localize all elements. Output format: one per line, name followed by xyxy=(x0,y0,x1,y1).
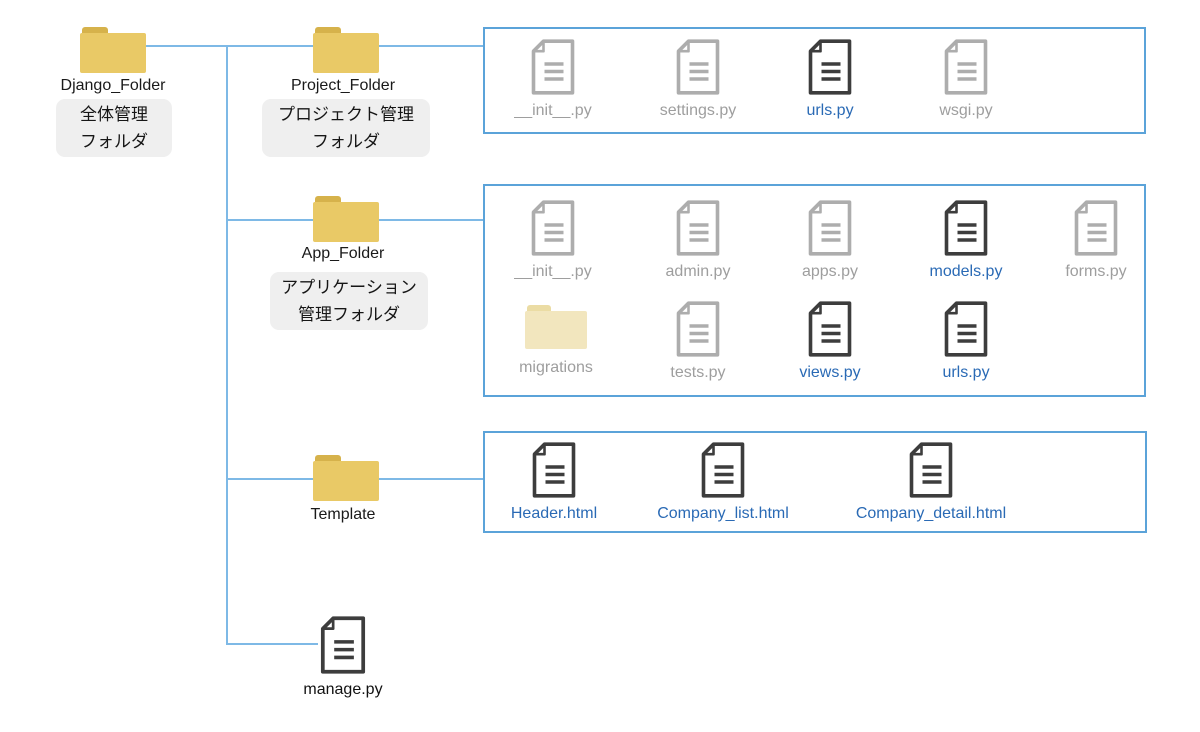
caption-line: プロジェクト管理 xyxy=(278,105,414,124)
folder-body xyxy=(313,202,379,242)
file-item: wsgi.py xyxy=(891,39,1041,120)
file-item: urls.py xyxy=(891,301,1041,382)
folder-body xyxy=(80,33,146,73)
connector-trunk xyxy=(226,45,228,645)
caption-line: アプリケーション xyxy=(281,278,417,297)
file-label: __init__.py xyxy=(514,102,592,119)
document-icon xyxy=(1073,200,1119,256)
document-icon xyxy=(530,39,576,95)
template-folder-label: Template xyxy=(310,506,376,523)
file-item: views.py xyxy=(755,301,905,382)
file-label: tests.py xyxy=(670,364,726,381)
file-label: manage.py xyxy=(303,681,383,698)
project-folder-icon xyxy=(313,27,379,73)
document-icon xyxy=(531,442,577,498)
file-label: views.py xyxy=(799,364,861,381)
caption-line: 全体管理 xyxy=(80,105,148,124)
file-item: tests.py xyxy=(623,301,773,382)
connector-trunk-manage xyxy=(226,643,318,645)
document-icon xyxy=(675,301,721,357)
connector-django-project xyxy=(146,45,313,47)
file-item: __init__.py xyxy=(478,200,628,281)
document-icon xyxy=(675,200,721,256)
file-item: apps.py xyxy=(755,200,905,281)
file-label: forms.py xyxy=(1065,263,1127,280)
file-item: Company_list.html xyxy=(623,442,823,523)
file-item: models.py xyxy=(891,200,1041,281)
document-icon xyxy=(700,442,746,498)
template-files-box: Header.html Company_list.html Company_de… xyxy=(483,431,1147,533)
document-icon xyxy=(319,616,367,674)
document-icon xyxy=(807,301,853,357)
file-label: admin.py xyxy=(665,263,731,280)
document-icon xyxy=(908,442,954,498)
file-label: settings.py xyxy=(659,102,737,119)
django-folder-caption: 全体管理 フォルダ xyxy=(56,99,172,157)
django-folder-label: Django_Folder xyxy=(60,77,166,94)
file-label: wsgi.py xyxy=(939,102,993,119)
file-item: forms.py xyxy=(1021,200,1171,281)
caption-line: フォルダ xyxy=(80,132,148,151)
folder-body xyxy=(525,311,587,349)
app-files-box: __init__.py admin.py apps.py models.py f… xyxy=(483,184,1146,397)
file-item: Header.html xyxy=(454,442,654,523)
document-icon xyxy=(807,200,853,256)
document-icon xyxy=(530,200,576,256)
document-icon xyxy=(675,39,721,95)
folder-body xyxy=(313,33,379,73)
file-label: Company_list.html xyxy=(657,505,789,522)
file-label: migrations xyxy=(519,359,593,376)
connector-trunk-app xyxy=(226,219,313,221)
migrations-folder-icon xyxy=(525,305,587,349)
connector-project-box xyxy=(379,45,483,47)
file-item: urls.py xyxy=(755,39,905,120)
folder-body xyxy=(313,461,379,501)
app-folder-icon xyxy=(313,196,379,242)
document-icon xyxy=(807,39,853,95)
manage-py-file: manage.py xyxy=(268,616,418,699)
project-folder-caption: プロジェクト管理 フォルダ xyxy=(262,99,430,157)
document-icon xyxy=(943,39,989,95)
connector-app-box xyxy=(379,219,483,221)
file-label: __init__.py xyxy=(514,263,592,280)
file-label: apps.py xyxy=(801,263,859,280)
file-item: settings.py xyxy=(623,39,773,120)
file-label: urls.py xyxy=(806,102,854,119)
file-item: Company_detail.html xyxy=(831,442,1031,523)
project-folder-label: Project_Folder xyxy=(290,77,396,94)
file-item: admin.py xyxy=(623,200,773,281)
connector-trunk-template xyxy=(226,478,313,480)
file-label: models.py xyxy=(929,263,1003,280)
file-label: Company_detail.html xyxy=(855,505,1007,522)
caption-line: フォルダ xyxy=(312,132,380,151)
template-folder-icon xyxy=(313,455,379,501)
app-folder-caption: アプリケーション 管理フォルダ xyxy=(270,272,428,330)
project-files-box: __init__.py settings.py urls.py wsgi.py xyxy=(483,27,1146,134)
django-folder-icon xyxy=(80,27,146,73)
folder-item: migrations xyxy=(481,298,631,377)
connector-template-box xyxy=(379,478,483,480)
file-label: urls.py xyxy=(942,364,990,381)
document-icon xyxy=(943,301,989,357)
file-item: __init__.py xyxy=(478,39,628,120)
caption-line: 管理フォルダ xyxy=(298,305,400,324)
file-label: Header.html xyxy=(510,505,598,522)
document-icon xyxy=(943,200,989,256)
app-folder-label: App_Folder xyxy=(301,245,385,262)
